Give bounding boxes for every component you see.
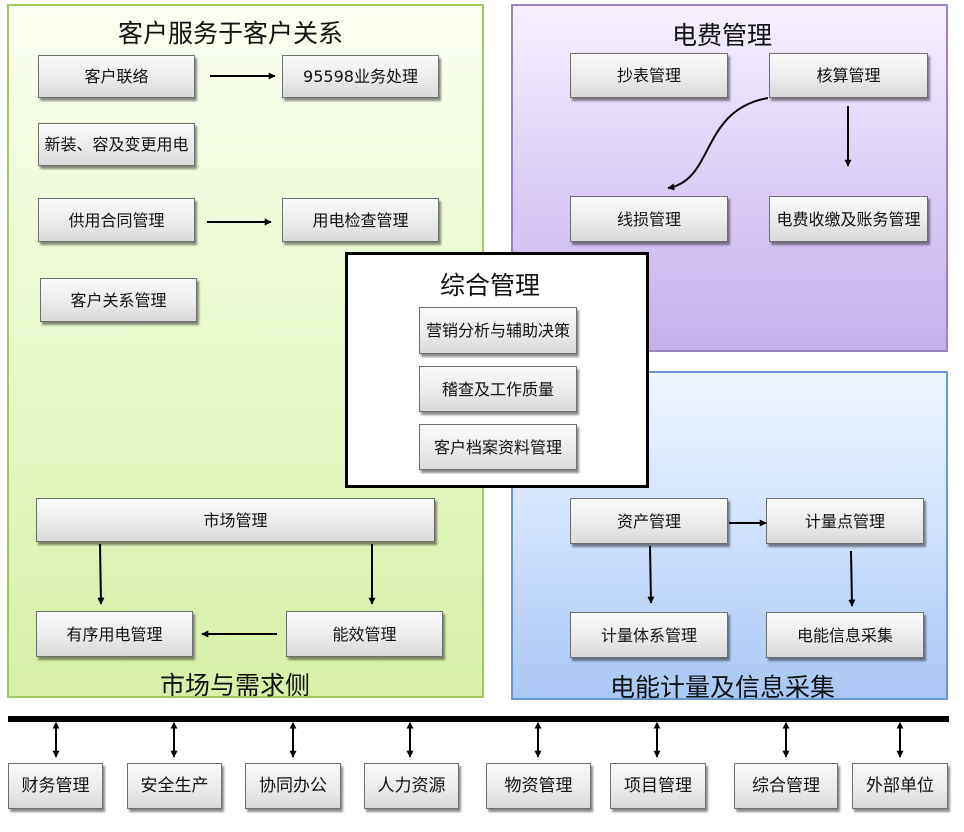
line-loss-box: 线损管理 xyxy=(570,196,728,242)
asset-management-box: 资产管理 xyxy=(570,498,728,544)
audit-quality-box: 稽查及工作质量 xyxy=(419,366,577,412)
metering-point-box: 计量点管理 xyxy=(766,498,924,544)
customer-contact-box: 客户联络 xyxy=(38,55,195,98)
customer-archive-box: 客户档案资料管理 xyxy=(419,424,577,470)
external-office-box: 协同办公 xyxy=(245,763,341,809)
fee-collection-box: 电费收缴及账务管理 xyxy=(769,196,928,242)
accounting-box: 核算管理 xyxy=(769,53,928,98)
external-materials-box: 物资管理 xyxy=(486,763,591,809)
external-units-box: 外部单位 xyxy=(852,763,948,809)
external-safety-box: 安全生产 xyxy=(127,763,222,809)
external-project-box: 项目管理 xyxy=(610,763,706,809)
external-general-box: 综合管理 xyxy=(734,763,838,809)
new-install-box: 新装、容及变更用电 xyxy=(38,123,195,166)
meter-reading-box: 抄表管理 xyxy=(570,53,728,98)
orderly-electricity-box: 有序用电管理 xyxy=(36,611,193,657)
electricity-inspection-box: 用电检查管理 xyxy=(282,198,439,242)
hotline-95598-box: 95598业务处理 xyxy=(282,55,439,98)
external-hr-box: 人力资源 xyxy=(364,763,459,809)
arrow-accounting-to-lineloss xyxy=(667,97,769,191)
customer-service-title: 客户服务于客户关系 xyxy=(118,19,344,48)
integration-bus-bar xyxy=(8,716,949,722)
market-management-box: 市场管理 xyxy=(36,498,435,542)
supply-contract-box: 供用合同管理 xyxy=(38,198,195,242)
energy-info-collection-box: 电能信息采集 xyxy=(766,612,924,658)
arrow-market-to-orderly xyxy=(97,543,105,605)
arrow-point-to-info xyxy=(848,550,856,607)
integrated-management-title: 综合管理 xyxy=(440,271,541,300)
marketing-analysis-box: 营销分析与辅助决策 xyxy=(419,307,577,354)
customer-relationship-box: 客户关系管理 xyxy=(40,278,197,322)
billing-title: 电费管理 xyxy=(672,21,773,50)
external-finance-box: 财务管理 xyxy=(8,763,103,809)
energy-efficiency-box: 能效管理 xyxy=(286,611,443,657)
arrow-asset-to-system xyxy=(647,545,655,604)
metering-title: 电能计量及信息采集 xyxy=(610,673,836,702)
market-demand-title: 市场与需求侧 xyxy=(160,671,311,700)
metering-system-box: 计量体系管理 xyxy=(570,612,728,658)
